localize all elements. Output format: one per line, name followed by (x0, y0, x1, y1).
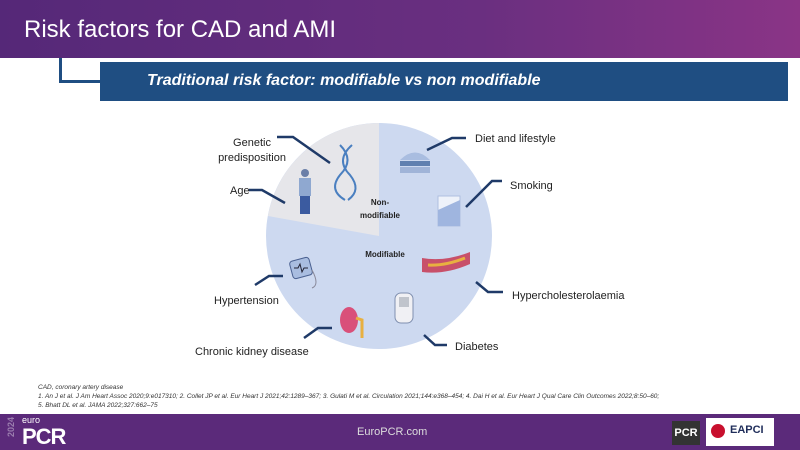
europcr-logo: PCR (22, 424, 66, 449)
title-bar: Risk factors for CAD and AMI (0, 0, 800, 58)
abbreviation-note: CAD, coronary artery disease (38, 384, 124, 391)
kidney-icon (340, 307, 364, 338)
hypercholesterolaemia-label: Hypercholesterolaemia (512, 290, 625, 302)
risk-factor-diagram: Non- modifiable Modifiable Genetic predi… (195, 123, 625, 358)
non-modifiable-label-2: modifiable (360, 211, 401, 220)
logo-euro: euro (22, 415, 41, 425)
diabetes-label: Diabetes (455, 341, 499, 353)
website-link[interactable]: EuroPCR.com (357, 426, 428, 438)
hypertension-label: Hypertension (214, 295, 279, 307)
bracket-connector (59, 58, 100, 83)
reference-line-1: 1. An J et al. J Am Heart Assoc 2020;9:e… (38, 393, 660, 400)
smoking-label: Smoking (510, 180, 553, 192)
dna-icon (334, 144, 357, 201)
elderly-person-icon (299, 169, 311, 214)
artery-plaque-icon (422, 252, 470, 273)
footer: 2024 euro PCR EuroPCR.com PCR EAPCI (0, 414, 800, 450)
leader-lines (249, 135, 503, 347)
ckd-label: Chronic kidney disease (195, 346, 309, 358)
references: CAD, coronary artery disease 1. An J et … (38, 383, 659, 410)
year-label: 2024 (6, 417, 16, 438)
modifiable-label: Modifiable (365, 250, 405, 259)
non-modifiable-label-1: Non- (371, 198, 390, 207)
cigarette-pack-icon (437, 195, 461, 227)
glucometer-icon (394, 292, 414, 324)
eapci-logo: EAPCI (706, 418, 774, 446)
diet-label: Diet and lifestyle (475, 133, 556, 145)
non-modifiable-segment (268, 123, 379, 236)
age-label: Age (230, 185, 250, 197)
genetic-label-1: Genetic (233, 137, 271, 149)
reference-line-2: 5. Bhatt DL et al. JAMA 2022;327:662–75 (38, 402, 158, 409)
pcr-badge-logo: PCR (672, 421, 700, 445)
heart-icon (711, 424, 725, 438)
subtitle-banner: Traditional risk factor: modifiable vs n… (100, 62, 788, 101)
slide-title: Risk factors for CAD and AMI (24, 16, 337, 43)
subtitle: Traditional risk factor: modifiable vs n… (147, 72, 541, 89)
eapci-text: EAPCI (730, 424, 764, 436)
burger-icon (400, 152, 430, 173)
genetic-label-2: predisposition (218, 152, 286, 164)
blood-pressure-monitor-icon (289, 256, 317, 289)
